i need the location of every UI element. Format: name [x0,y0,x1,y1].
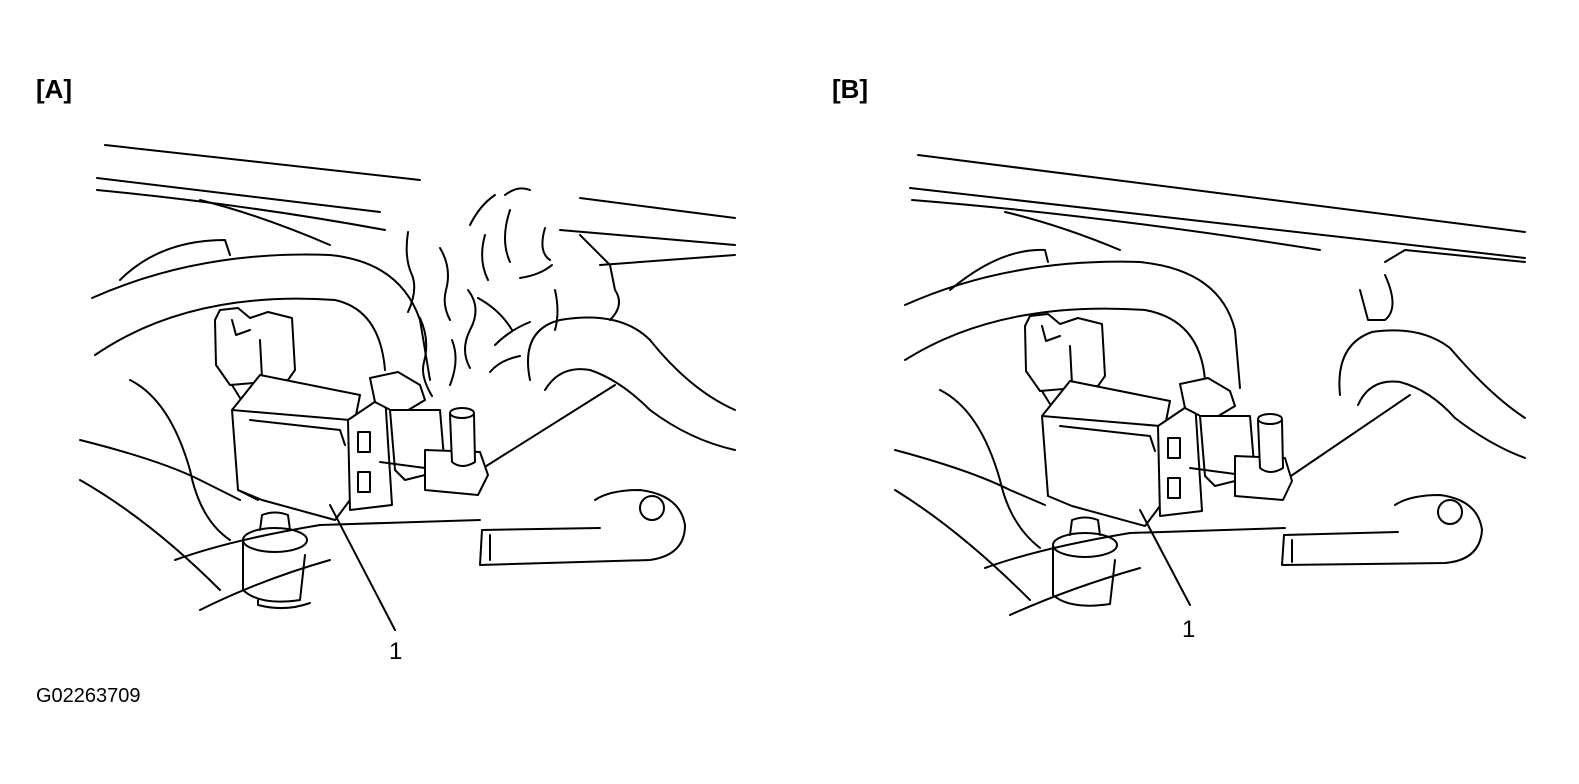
panel-b-illustration [894,154,1526,616]
panel-b-label: [B] [832,74,869,104]
callout-1-b: 1 [1182,616,1196,643]
escaping-air-lines-a [405,187,559,397]
engine-bay-outline-a [79,144,736,611]
figure-id: G02263709 [36,685,141,707]
callout-leader-b [1139,509,1191,606]
panel-a-label: [A] [36,74,73,104]
engine-bay-outline-b [894,154,1526,616]
callout-1-a: 1 [389,638,403,665]
callout-leader-a [329,504,396,631]
solenoid-valve-a [214,307,489,521]
solenoid-valve-b [1024,313,1293,527]
panel-a-illustration [79,144,736,631]
